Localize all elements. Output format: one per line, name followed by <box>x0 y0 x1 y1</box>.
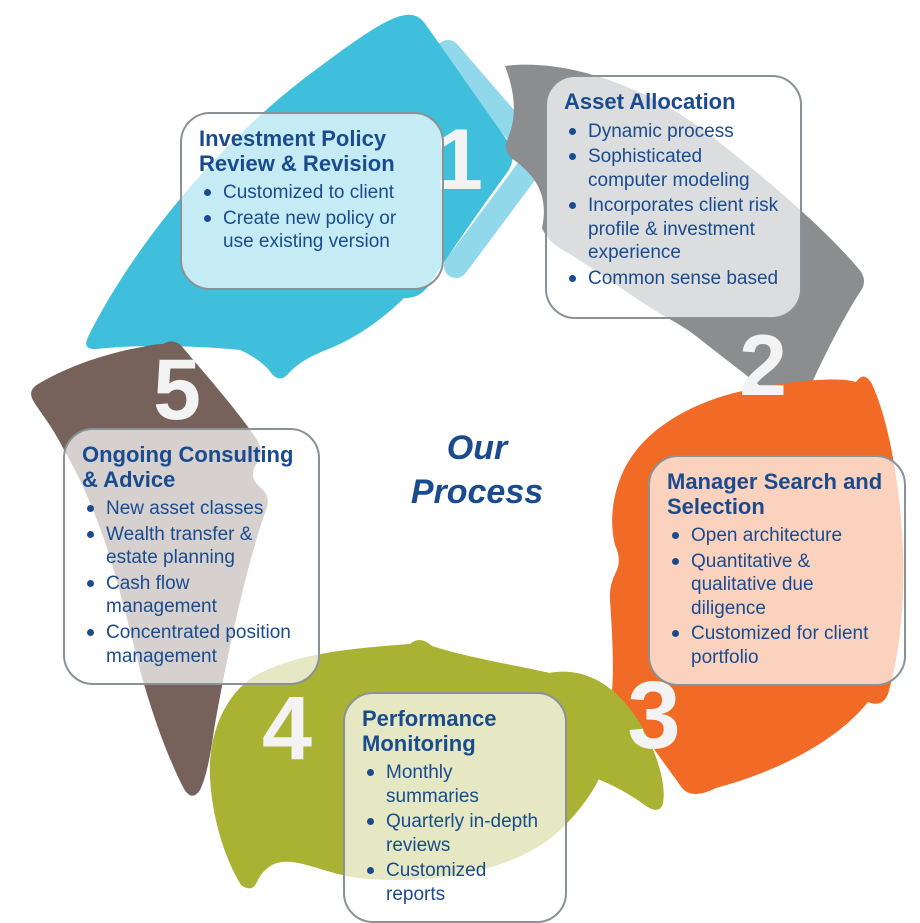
diagram-title: Our Process <box>357 426 597 514</box>
bullet-item: Quantitative & qualitative due diligence <box>667 550 889 621</box>
diagram-title-line1: Our <box>446 428 508 467</box>
callout-heading: Manager Search and Selection <box>667 469 883 519</box>
callout-ongoing-consulting: Ongoing Consulting & Advice New asset cl… <box>63 428 320 685</box>
bullet-item: Monthly summaries <box>362 761 550 808</box>
bullet-item: Dynamic process <box>564 120 785 144</box>
step-number-4: 4 <box>261 679 312 779</box>
callout-investment-policy: Investment Policy Review & Revision Cust… <box>180 112 444 290</box>
callout-asset-allocation: Asset Allocation Dynamic process Sophist… <box>545 75 802 319</box>
callout-bullet-list: Monthly summaries Quarterly in-depth rev… <box>362 761 550 906</box>
bullet-item: Incorporates client risk profile & inves… <box>564 194 785 265</box>
callout-bullet-list: New asset classes Wealth transfer & esta… <box>82 497 303 668</box>
diagram-title-line2: Process <box>410 473 544 511</box>
callout-heading: Ongoing Consulting & Advice <box>82 442 294 492</box>
bullet-item: Create new policy or use existing versio… <box>199 207 427 254</box>
bullet-item: Concentrated position management <box>82 621 303 668</box>
bullet-item: New asset classes <box>82 497 303 521</box>
step-number-5: 5 <box>153 342 201 438</box>
step-number-2: 2 <box>739 318 787 414</box>
callout-manager-search: Manager Search and Selection Open archit… <box>648 455 906 686</box>
callout-bullet-list: Open architecture Quantitative & qualita… <box>667 524 889 669</box>
bullet-item: Customized to client <box>199 181 427 205</box>
callout-bullet-list: Dynamic process Sophisticated computer m… <box>564 120 785 291</box>
bullet-item: Customized reports <box>362 859 550 906</box>
callout-heading: Investment Policy Review & Revision <box>199 126 395 176</box>
callout-performance-monitoring: Performance Monitoring Monthly summaries… <box>343 692 567 923</box>
bullet-item: Open architecture <box>667 524 889 548</box>
bullet-item: Quarterly in-depth reviews <box>362 810 550 857</box>
bullet-item: Sophisticated computer modeling <box>564 145 785 192</box>
callout-heading: Performance Monitoring <box>362 706 497 756</box>
bullet-item: Customized for client portfolio <box>667 622 889 669</box>
bullet-item: Common sense based <box>564 267 785 291</box>
callout-bullet-list: Customized to client Create new policy o… <box>199 181 427 254</box>
callout-heading: Asset Allocation <box>564 89 736 114</box>
process-diagram: 1 2 3 4 5 Our Process Investment Policy … <box>31 14 906 923</box>
bullet-item: Wealth transfer & estate planning <box>82 523 303 570</box>
bullet-item: Cash flow management <box>82 572 303 619</box>
